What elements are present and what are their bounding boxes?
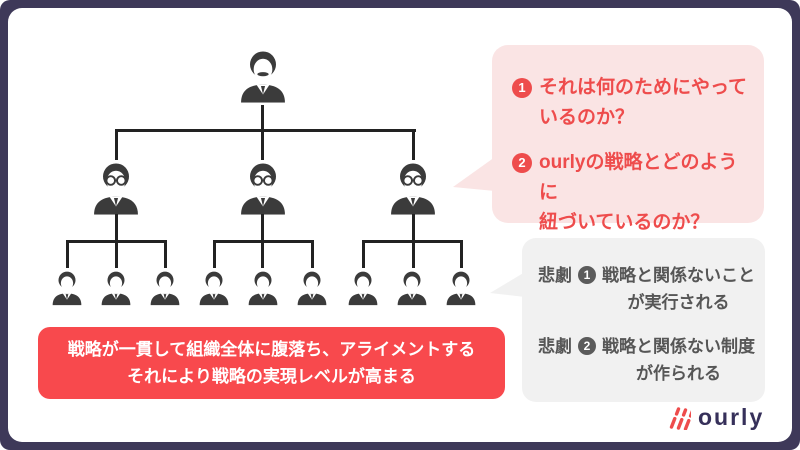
connector-line	[115, 129, 416, 132]
banner-line-2: それにより戦略の実現レベルが高まる	[127, 366, 416, 386]
connector-line	[115, 129, 118, 160]
tragedy-text-1: 戦略と関係ないこと が実行される	[602, 266, 755, 312]
staff-icon	[50, 268, 84, 306]
staff-icon	[197, 268, 231, 306]
connector-line	[460, 240, 463, 268]
ourly-logo-icon	[669, 407, 691, 430]
banner-line-1: 戦略が一貫して組織全体に腹落ち、アライメントする	[67, 339, 476, 359]
connector-line	[311, 240, 314, 268]
staff-icon	[246, 268, 280, 306]
tragedy-label-2: 悲劇	[538, 337, 572, 356]
speech-bubble-tail	[453, 157, 495, 191]
question-item-1: 1 それは何のためにやって いるのか？	[512, 73, 750, 133]
tragedy-label-1: 悲劇	[538, 266, 572, 285]
staff-icon	[395, 268, 429, 306]
staff-icon	[444, 268, 478, 306]
tragedy-box: 悲劇 1 戦略と関係ないこと が実行される 悲劇 2 戦略と関係ない制度 が作ら…	[522, 238, 765, 402]
number-badge-1: 1	[512, 78, 532, 98]
question-item-2: 2 ourlyの戦略とどのように 紐づいているのか？	[512, 148, 750, 238]
question-text-2: ourlyの戦略とどのように 紐づいているのか？	[539, 152, 738, 233]
connector-line	[66, 240, 69, 268]
connector-line	[412, 129, 415, 160]
tragedy-box-tail	[490, 272, 525, 297]
connector-line	[261, 105, 264, 131]
staff-icon	[346, 268, 380, 306]
connector-line	[213, 240, 216, 268]
tragedy-badge-1: 1	[578, 266, 596, 284]
manager-icon	[387, 158, 439, 216]
number-badge-2: 2	[512, 153, 532, 173]
connector-line	[66, 240, 167, 243]
tragedy-badge-2: 2	[578, 337, 596, 355]
staff-icon	[148, 268, 182, 306]
connector-line	[261, 129, 264, 160]
manager-icon	[90, 158, 142, 216]
question-text-1: それは何のためにやって いるのか？	[539, 77, 748, 128]
staff-icon	[99, 268, 133, 306]
ceo-icon	[237, 46, 289, 104]
tragedy-text-2: 戦略と関係ない制度 が作られる	[602, 337, 755, 383]
tragedy-item-2: 悲劇 2 戦略と関係ない制度 が作られる	[538, 333, 755, 387]
questions-speech-bubble: 1 それは何のためにやって いるのか？ 2 ourlyの戦略とどのように 紐づい…	[492, 45, 764, 233]
connector-line	[164, 240, 167, 268]
ourly-logo-text: ourly	[698, 404, 765, 430]
strategy-banner: 戦略が一貫して組織全体に腹落ち、アライメントする それにより戦略の実現レベルが高…	[38, 327, 505, 399]
connector-line	[362, 240, 365, 268]
connector-line	[362, 240, 463, 243]
connector-line	[213, 240, 314, 243]
ourly-logo: ourly	[668, 404, 764, 431]
staff-icon	[295, 268, 329, 306]
tragedy-item-1: 悲劇 1 戦略と関係ないこと が実行される	[538, 262, 755, 316]
manager-icon	[237, 158, 289, 216]
